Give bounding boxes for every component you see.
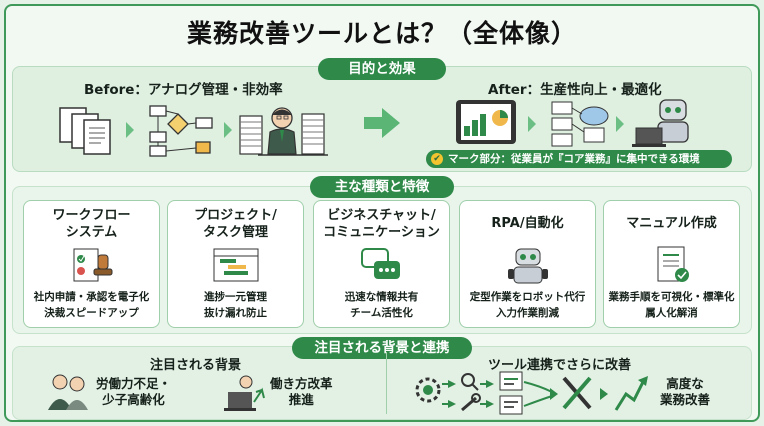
background-integration-pill: 注目される背景と連携 xyxy=(292,337,472,359)
purpose-effect-pill: 目的と効果 xyxy=(318,58,446,80)
integration-heading: ツール連携でさらに改善 xyxy=(488,358,632,373)
tool-integration-flow xyxy=(415,371,648,415)
card-title-line1: RPA/自動化 xyxy=(491,216,564,231)
reform-line2: 推進 xyxy=(288,392,314,407)
gear-icon xyxy=(415,377,441,403)
card-desc-line2: 抜け漏れ防止 xyxy=(204,307,267,319)
cloud-network-icon xyxy=(551,101,609,147)
core-work-note-text: マーク部分：従業員が『コア業務』に集中できる環境 xyxy=(448,153,700,165)
labor-line2: 少子高齢化 xyxy=(102,392,165,407)
card-desc-line1: 業務手順を可視化・標準化 xyxy=(608,291,735,303)
flowchart-icon xyxy=(149,105,213,157)
result-line1: 高度な xyxy=(666,376,704,391)
background-heading: 注目される背景 xyxy=(150,358,242,373)
page-title: 業務改善ツールとは？（全体像） xyxy=(186,19,577,48)
gantt-chart-icon xyxy=(213,248,259,282)
arrow-right-icon xyxy=(224,122,232,138)
card-title-line1: ワークフロー xyxy=(52,208,131,223)
card-business-chat: ビジネスチャット/コミュニケーション 迅速な情報共有チーム活性化 xyxy=(313,200,450,328)
work-reform-icon xyxy=(224,375,265,411)
labor-shortage-text: 労働力不足・ 少子高齢化 xyxy=(96,376,171,408)
advanced-improvement-text: 高度な 業務改善 xyxy=(660,376,710,408)
reform-line1: 働き方改革 xyxy=(270,376,333,391)
core-work-note: ✔ マーク部分：従業員が『コア業務』に集中できる環境 xyxy=(426,150,732,168)
card-desc-line1: 定型作業をロボット代行 xyxy=(469,291,586,303)
card-desc-line1: 社内申請・承認を電子化 xyxy=(33,291,150,303)
arrow-right-icon xyxy=(126,122,134,138)
before-to-after-arrow-icon xyxy=(364,108,400,138)
stressed-worker-icon xyxy=(239,107,328,156)
types-features-pill: 主な種類と特徴 xyxy=(310,176,454,198)
after-illustrations xyxy=(456,99,689,147)
arrow-right-icon xyxy=(616,116,624,132)
card-workflow: ワークフローシステム 社内申請・承認を電子化決裁スピードアップ xyxy=(23,200,160,328)
card-desc-line2: 入力作業削減 xyxy=(496,307,559,319)
card-title-line1: プロジェクト/ xyxy=(194,208,277,223)
tablet-dashboard-icon xyxy=(456,100,516,144)
before-heading: Before：アナログ管理・非効率 xyxy=(84,82,283,98)
card-title-line1: マニュアル作成 xyxy=(626,216,717,231)
chat-bubbles-icon xyxy=(361,248,400,279)
section-divider xyxy=(386,352,387,414)
card-desc-line2: 決裁スピードアップ xyxy=(44,307,139,319)
document-icon xyxy=(499,395,523,415)
card-rpa: RPA/自動化 定型作業をロボット代行入力作業削減 xyxy=(459,200,596,328)
manual-document-icon xyxy=(657,246,689,282)
paper-documents-icon xyxy=(59,107,111,155)
labor-line1: 労働力不足・ xyxy=(96,376,172,391)
card-title-line1: ビジネスチャット/ xyxy=(327,208,436,223)
approval-stamp-icon xyxy=(73,248,113,282)
card-desc-line2: 属人化解消 xyxy=(645,307,698,319)
card-title-line2: タスク管理 xyxy=(202,225,268,240)
search-icon xyxy=(461,373,479,391)
wrench-screwdriver-icon xyxy=(562,376,592,410)
result-line2: 業務改善 xyxy=(660,392,711,407)
people-icon xyxy=(48,374,88,410)
card-title-line2: システム xyxy=(65,225,118,240)
card-desc-line1: 迅速な情報共有 xyxy=(344,291,419,303)
card-desc-line2: チーム活性化 xyxy=(350,307,413,319)
robot-laptop-icon xyxy=(632,99,689,147)
card-project-task: プロジェクト/タスク管理 進捗一元管理抜け漏れ防止 xyxy=(167,200,304,328)
after-heading: After：生産性向上・最適化 xyxy=(488,82,662,98)
card-title-line2: コミュニケーション xyxy=(323,225,440,240)
arrow-right-icon xyxy=(528,116,536,132)
work-reform-text: 働き方改革 推進 xyxy=(270,376,333,408)
card-desc-line1: 進捗一元管理 xyxy=(204,291,267,303)
dashboard-icon xyxy=(499,371,523,391)
mark-icon: ✔ xyxy=(431,153,443,165)
tool-icon xyxy=(461,393,481,412)
growth-arrow-icon xyxy=(614,376,648,411)
robot-icon xyxy=(508,248,548,284)
before-illustrations xyxy=(59,105,328,157)
card-manual: マニュアル作成 業務手順を可視化・標準化属人化解消 xyxy=(603,200,740,328)
